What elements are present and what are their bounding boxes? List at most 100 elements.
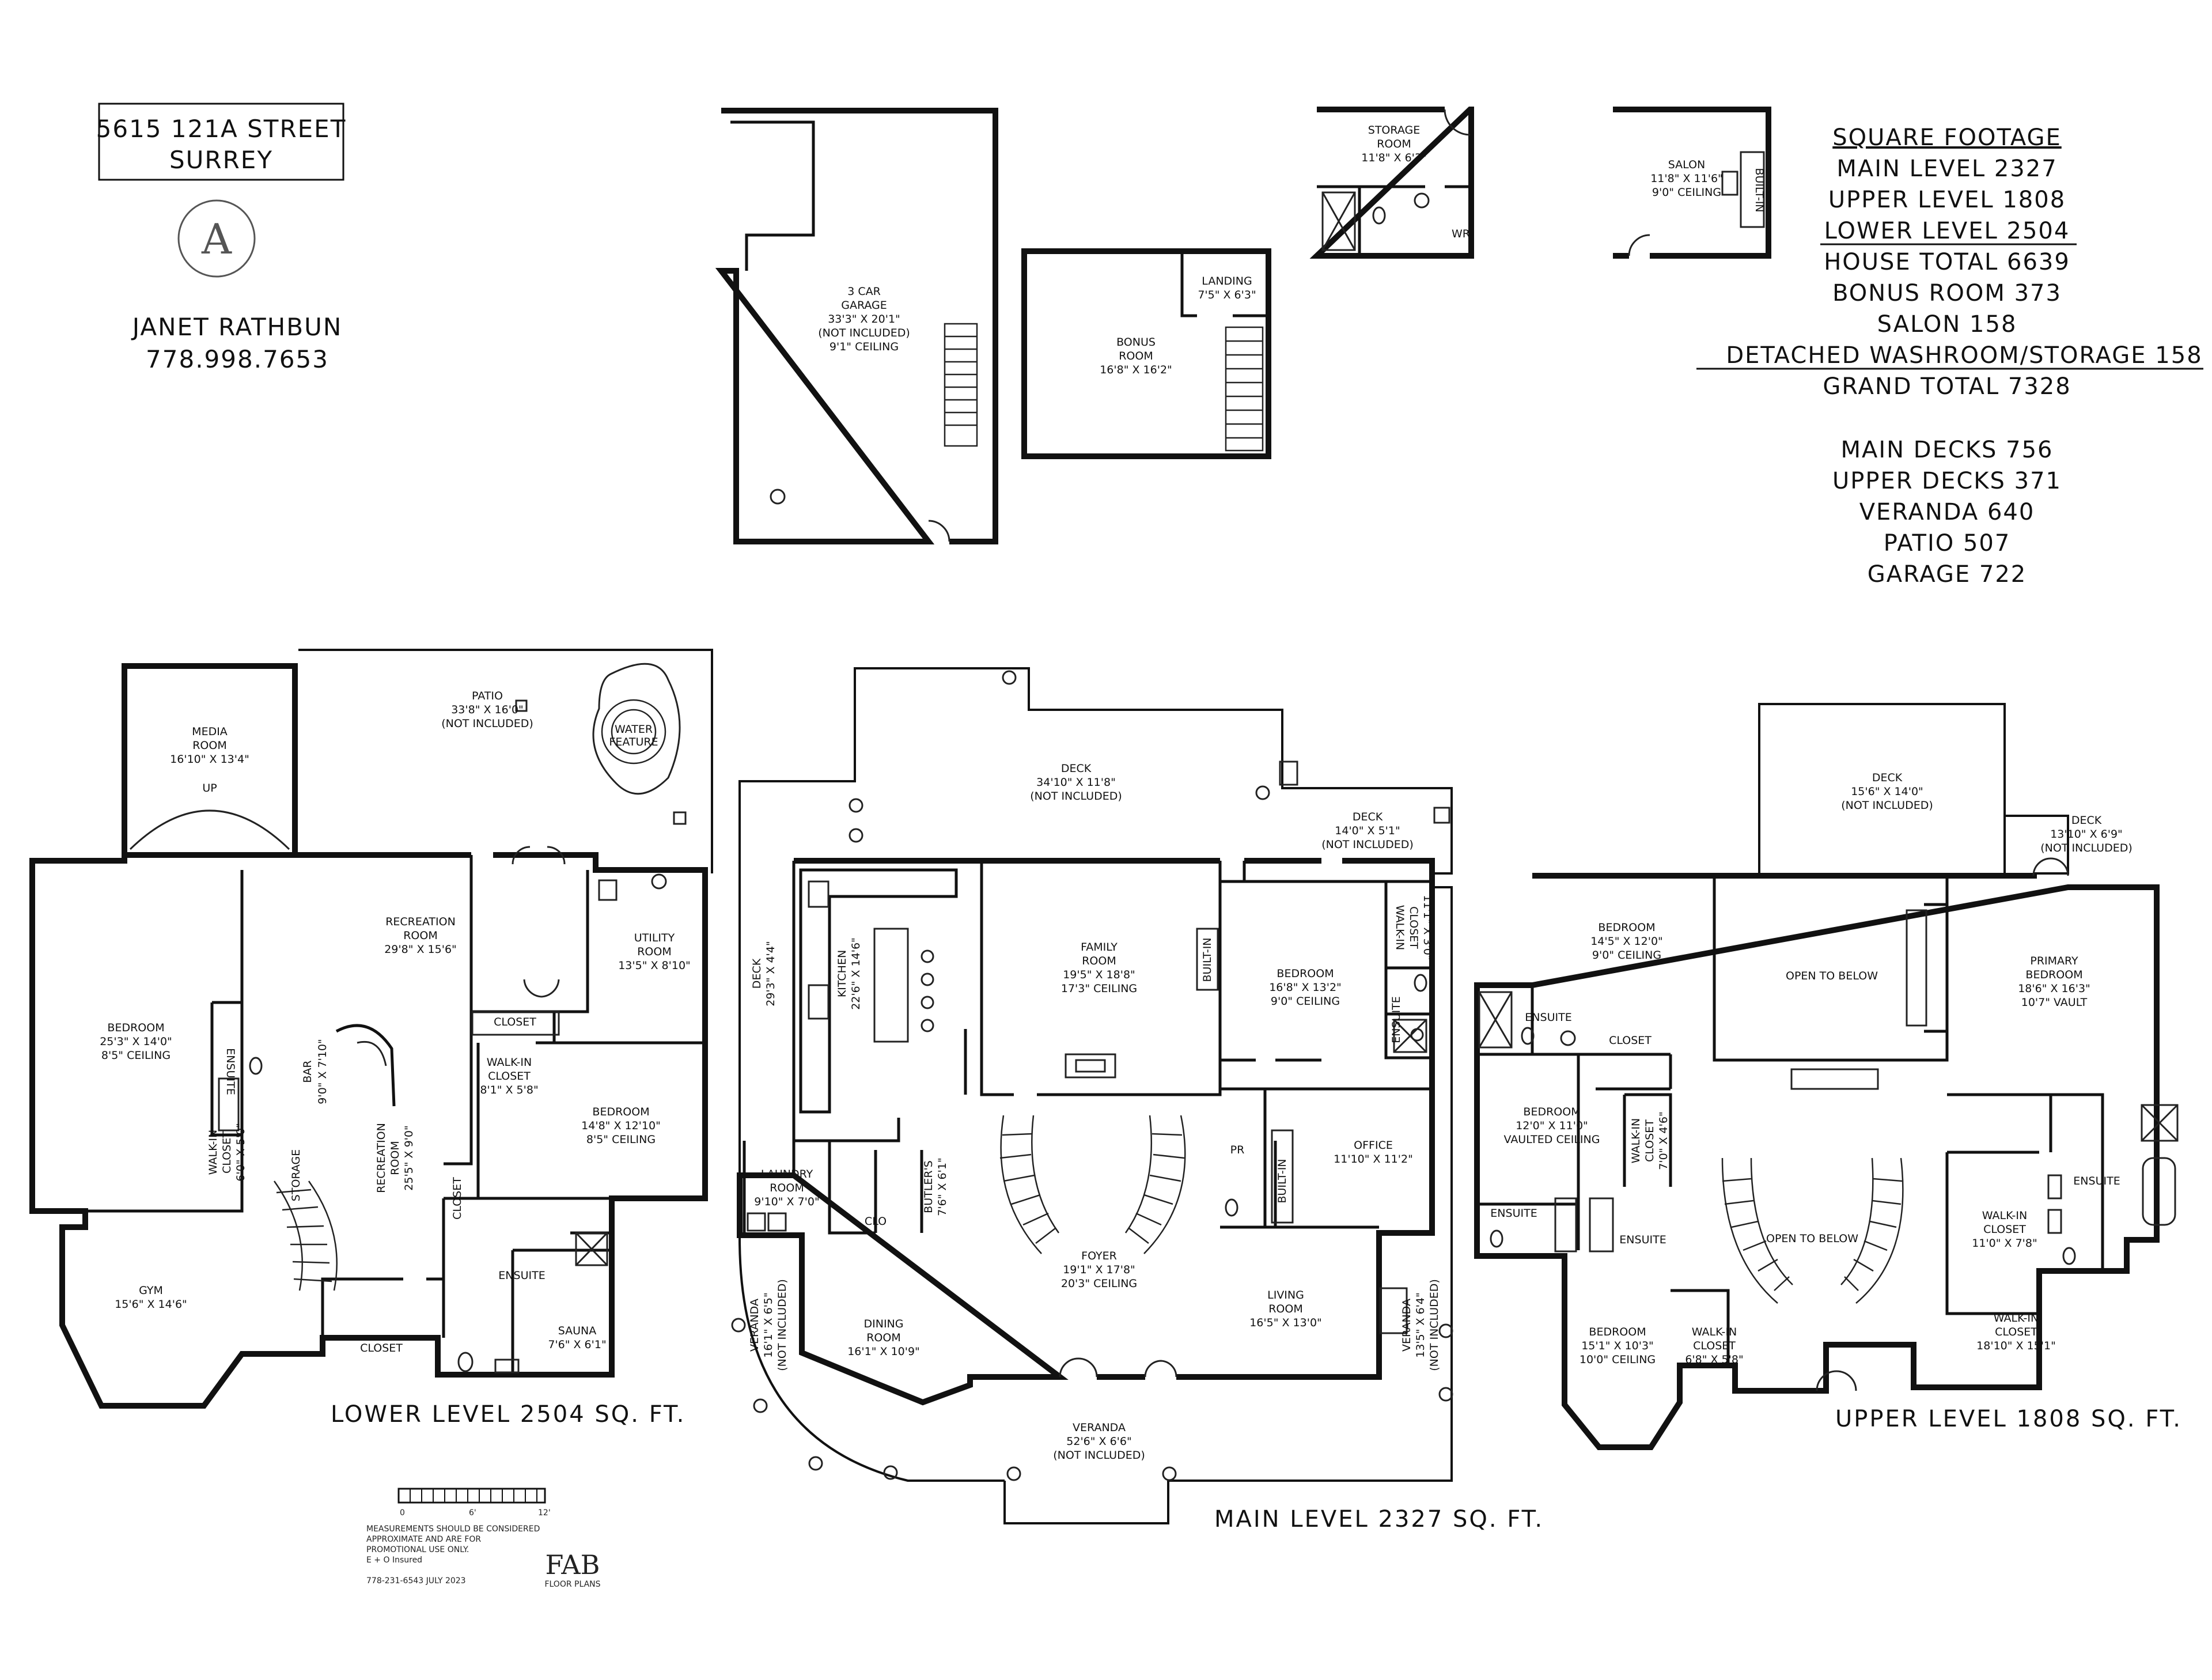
svg-text:18'6" X 16'3": 18'6" X 16'3" — [2018, 982, 2090, 995]
svg-text:ENSUITE: ENSUITE — [2073, 1175, 2120, 1187]
svg-text:6'8" X 5'8": 6'8" X 5'8" — [1685, 1353, 1743, 1366]
svg-text:UP: UP — [202, 782, 217, 794]
recreation-label: RECREATION — [385, 915, 456, 928]
svg-text:ROOM: ROOM — [1377, 138, 1411, 150]
svg-text:(NOT INCLUDED): (NOT INCLUDED) — [2040, 842, 2133, 854]
svg-text:PR: PR — [1230, 1144, 1245, 1156]
svg-text:7'5" X 6'3": 7'5" X 6'3" — [1198, 289, 1256, 301]
svg-text:(NOT INCLUDED): (NOT INCLUDED) — [1841, 799, 1933, 812]
upper-bedroom1-label: BEDROOM — [1598, 921, 1655, 934]
svg-text:ROOM: ROOM — [1082, 955, 1116, 967]
svg-text:16'1" X 10'9": 16'1" X 10'9" — [847, 1345, 920, 1358]
storage-label: STORAGE — [1368, 124, 1420, 137]
svg-text:DECK: DECK — [2071, 814, 2102, 827]
sqft-extra: UPPER DECKS 371 — [1832, 468, 2062, 494]
primary-bedroom-label: PRIMARY — [2030, 955, 2078, 967]
agent-name: JANET RATHBUN — [131, 313, 343, 341]
svg-text:E + O Insured: E + O Insured — [366, 1556, 422, 1565]
svg-text:ROOM: ROOM — [866, 1331, 901, 1344]
svg-text:APPROXIMATE AND ARE FOR: APPROXIMATE AND ARE FOR — [366, 1535, 481, 1544]
water-feature-icon — [592, 663, 681, 795]
svg-text:ROOM: ROOM — [1268, 1303, 1303, 1315]
svg-text:9'0" CEILING: 9'0" CEILING — [1592, 949, 1661, 962]
svg-text:13'10" X 6'9": 13'10" X 6'9" — [2050, 828, 2123, 841]
svg-text:BUTLER'S: BUTLER'S — [922, 1160, 935, 1213]
svg-text:FAB: FAB — [546, 1549, 600, 1580]
foyer-label: FOYER — [1081, 1250, 1117, 1262]
svg-text:8'1" X 5'8": 8'1" X 5'8" — [480, 1084, 538, 1096]
landing-label: LANDING — [1202, 275, 1252, 287]
svg-text:16'8" X 16'2": 16'8" X 16'2" — [1100, 364, 1172, 376]
svg-text:15'1" X 10'3": 15'1" X 10'3" — [1581, 1340, 1654, 1352]
open-below2-label: OPEN TO BELOW — [1766, 1232, 1858, 1245]
living-label: LIVING — [1267, 1289, 1304, 1301]
svg-text:DECK: DECK — [751, 958, 763, 989]
svg-text:0: 0 — [400, 1508, 405, 1518]
garage-plan: 3 CAR GARAGE 33'3" X 20'1" (NOT INCLUDED… — [715, 108, 998, 544]
svg-text:13'5" X 6'4": 13'5" X 6'4" — [1414, 1292, 1427, 1357]
sqft-extra: GARAGE 722 — [1868, 561, 2027, 588]
svg-text:19'1" X 17'8": 19'1" X 17'8" — [1063, 1263, 1135, 1276]
upper-level-title: UPPER LEVEL 1808 SQ. FT. — [1835, 1406, 2182, 1432]
logo-letter: A — [201, 215, 232, 263]
svg-text:9'0" X 7'10": 9'0" X 7'10" — [316, 1039, 329, 1104]
bar-label: BAR — [301, 1060, 314, 1083]
disclaimer: MEASUREMENTS SHOULD BE CONSIDERED APPROX… — [366, 1524, 540, 1586]
upper-deck-label: DECK — [1872, 771, 1903, 784]
main-level-title: MAIN LEVEL 2327 SQ. FT. — [1214, 1506, 1544, 1533]
svg-text:WALK-IN: WALK-IN — [1393, 905, 1406, 950]
svg-text:22'6" X 14'6": 22'6" X 14'6" — [850, 937, 862, 1010]
svg-text:29'8" X 15'6": 29'8" X 15'6" — [384, 943, 457, 956]
scale-bar: 0 6' 12' — [397, 1488, 551, 1518]
svg-text:15'6" X 14'0": 15'6" X 14'0" — [1851, 785, 1923, 798]
lower-walkin-label: WALK-IN — [487, 1056, 532, 1069]
svg-text:CLOSET: CLOSET — [1407, 906, 1420, 949]
square-footage-table: SQUARE FOOTAGE MAIN LEVEL 2327 UPPER LEV… — [1696, 124, 2203, 588]
svg-text:11'1" X 3'0": 11'1" X 3'0" — [1421, 895, 1434, 960]
svg-text:ENSUITE: ENSUITE — [1490, 1207, 1537, 1220]
svg-text:CLOSET: CLOSET — [1643, 1119, 1656, 1162]
kitchen-label: KITCHEN — [836, 950, 849, 997]
svg-text:20'3" CEILING: 20'3" CEILING — [1061, 1277, 1137, 1290]
svg-text:DECK: DECK — [1353, 811, 1383, 823]
open-below-label: OPEN TO BELOW — [1786, 970, 1878, 982]
svg-text:CLOSET: CLOSET — [1995, 1326, 2037, 1338]
main-bedroom-label: BEDROOM — [1277, 967, 1334, 980]
svg-text:FEATURE: FEATURE — [609, 736, 658, 748]
sqft-extra: MAIN DECKS 756 — [1841, 437, 2054, 463]
svg-text:10'7" VAULT: 10'7" VAULT — [2021, 996, 2088, 1009]
salon-plan: SALON 11'8" X 11'6" 9'0" CEILING BUILT-I… — [1613, 107, 1771, 259]
svg-text:12'0" X 11'0": 12'0" X 11'0" — [1516, 1119, 1588, 1132]
svg-text:ROOM: ROOM — [192, 739, 227, 752]
svg-text:25'5" X 9'0": 25'5" X 9'0" — [403, 1125, 415, 1190]
brand-logo: FAB FLOOR PLANS — [544, 1549, 600, 1589]
svg-text:(NOT INCLUDED): (NOT INCLUDED) — [776, 1279, 789, 1371]
svg-text:WALK-IN: WALK-IN — [1982, 1209, 2027, 1222]
sqft-line: BONUS ROOM 373 — [1832, 280, 2062, 307]
svg-text:6'0" X 5'0": 6'0" X 5'0" — [234, 1123, 247, 1181]
rec2-label: RECREATION — [375, 1123, 388, 1193]
svg-text:14'0" X 5'1": 14'0" X 5'1" — [1335, 824, 1400, 837]
upper-level-plan: DECK 15'6" X 14'0" (NOT INCLUDED) DECK 1… — [1474, 703, 2182, 1450]
svg-text:16'5" X 13'0": 16'5" X 13'0" — [1249, 1316, 1322, 1329]
sqft-line: LOWER LEVEL 2504 — [1824, 218, 2070, 244]
svg-text:(NOT INCLUDED): (NOT INCLUDED) — [1053, 1449, 1145, 1462]
sqft-line: DETACHED WASHROOM/STORAGE 158 — [1726, 342, 2202, 369]
media-room-label: MEDIA — [192, 725, 228, 738]
svg-text:12': 12' — [538, 1508, 551, 1518]
upper-bedroom3-label: BEDROOM — [1589, 1326, 1646, 1338]
svg-text:16'1" X 6'5": 16'1" X 6'5" — [762, 1292, 775, 1357]
lower-level-plan: MEDIA ROOM 16'10" X 13'4" UP PATIO 33'8"… — [29, 649, 713, 1428]
svg-text:16'8" X 13'2": 16'8" X 13'2" — [1269, 981, 1342, 994]
lower-bedroom2-label: BEDROOM — [592, 1106, 649, 1118]
svg-text:16'10" X 13'4": 16'10" X 13'4" — [170, 753, 249, 766]
svg-text:7'0" X 4'6": 7'0" X 4'6" — [1657, 1111, 1670, 1170]
svg-text:17'3" CEILING: 17'3" CEILING — [1061, 982, 1137, 995]
svg-text:ROOM: ROOM — [770, 1182, 804, 1194]
svg-text:18'10" X 15'1": 18'10" X 15'1" — [1976, 1340, 2056, 1352]
svg-text:ROOM: ROOM — [389, 1141, 402, 1175]
gym-label: GYM — [139, 1284, 163, 1297]
svg-text:8'5" CEILING: 8'5" CEILING — [586, 1133, 656, 1146]
svg-text:11'0" X 7'8": 11'0" X 7'8" — [1972, 1237, 2037, 1250]
main-level-plan: DECK 34'10" X 11'8" (NOT INCLUDED) DECK … — [731, 667, 1544, 1533]
